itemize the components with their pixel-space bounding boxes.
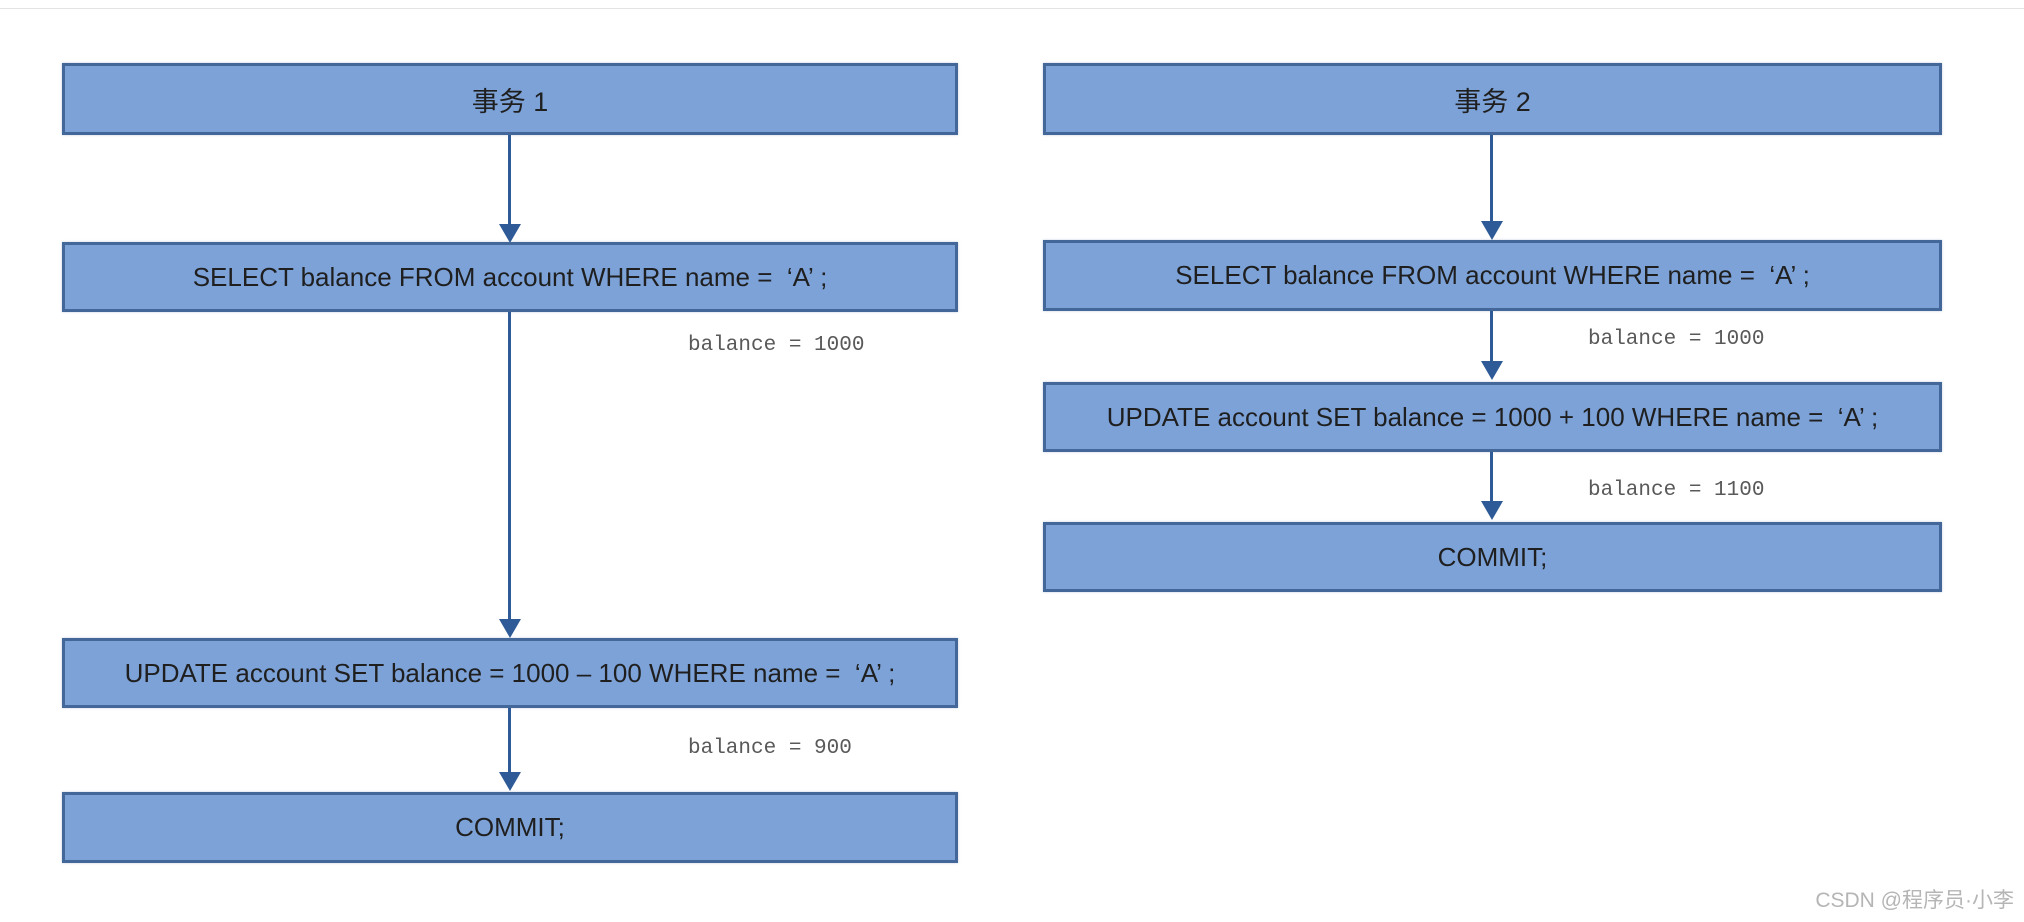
transaction2-balance-note-2: balance = 1100 <box>1588 479 1765 502</box>
transaction2-select-sql: SELECT balance FROM account WHERE name =… <box>1175 260 1810 290</box>
transaction2-arrow2-down-icon <box>1481 361 1503 380</box>
transaction2-select-box: SELECT balance FROM account WHERE name =… <box>1043 240 1942 311</box>
transaction2-balance-note-1: balance = 1000 <box>1588 328 1765 351</box>
transaction2-arrow1-down-icon <box>1481 221 1503 240</box>
transaction1-title-box: 事务 1 <box>62 63 958 135</box>
transaction2-commit-sql: COMMIT; <box>1437 541 1548 572</box>
transaction1-select-sql: SELECT balance FROM account WHERE name =… <box>192 261 828 292</box>
transaction2-title-box: 事务 2 <box>1043 63 1942 135</box>
transaction2-commit-box: COMMIT; <box>1043 522 1942 592</box>
transaction1-commit-sql: COMMIT; <box>455 812 565 842</box>
transaction1-arrow1-down-icon <box>499 224 521 243</box>
transaction1-arrow2-down-icon <box>499 619 521 638</box>
transaction1-arrow1-line <box>508 135 511 226</box>
transaction2-update-sql: UPDATE account SET balance = 1000 + 100 … <box>1106 401 1879 432</box>
transaction2-update-box: UPDATE account SET balance = 1000 + 100 … <box>1043 382 1942 452</box>
transaction1-update-sql: UPDATE account SET balance = 1000 – 100 … <box>124 657 896 688</box>
transaction1-arrow3-down-icon <box>499 772 521 791</box>
transaction1-arrow3-line <box>508 708 511 773</box>
page-top-divider <box>0 8 2024 9</box>
transaction2-arrow2-line <box>1490 311 1493 363</box>
transaction2-arrow3-line <box>1490 452 1493 503</box>
csdn-watermark: CSDN @程序员·小李 <box>1815 889 2014 912</box>
transaction2-arrow3-down-icon <box>1481 501 1503 520</box>
transaction1-balance-note-2: balance = 900 <box>688 737 852 760</box>
transaction1-commit-box: COMMIT; <box>62 792 958 863</box>
transaction2-arrow1-line <box>1490 135 1493 223</box>
transaction1-select-box: SELECT balance FROM account WHERE name =… <box>62 242 958 312</box>
transaction1-balance-note-1: balance = 1000 <box>688 334 865 357</box>
transaction1-update-box: UPDATE account SET balance = 1000 – 100 … <box>62 638 958 708</box>
transaction1-title: 事务 1 <box>471 86 549 117</box>
transaction1-arrow2-line <box>508 312 511 620</box>
transaction2-title: 事务 2 <box>1454 86 1531 117</box>
